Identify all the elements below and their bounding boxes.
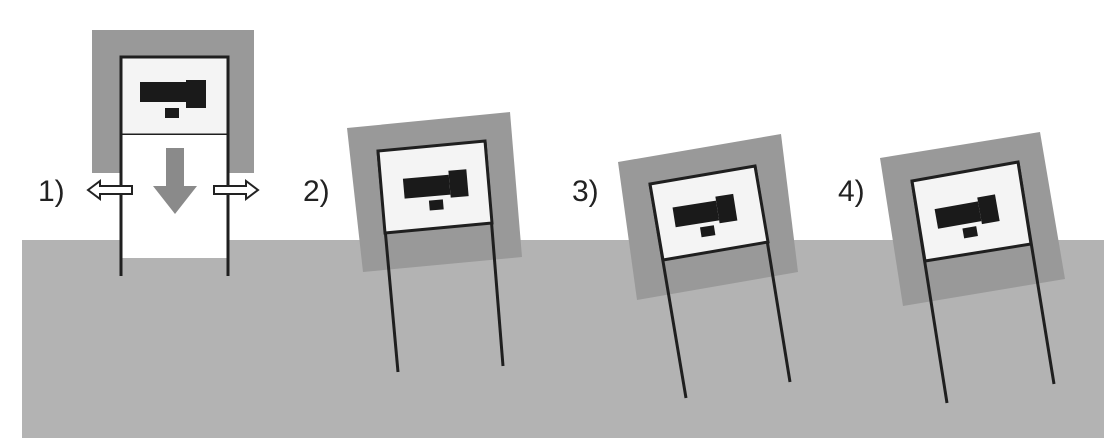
step-1-label: 1) [38, 175, 65, 208]
step-4-label: 4) [838, 175, 865, 208]
step-2-label: 2) [303, 175, 330, 208]
step-3-label: 3) [572, 175, 599, 208]
step-1-group [88, 30, 258, 276]
